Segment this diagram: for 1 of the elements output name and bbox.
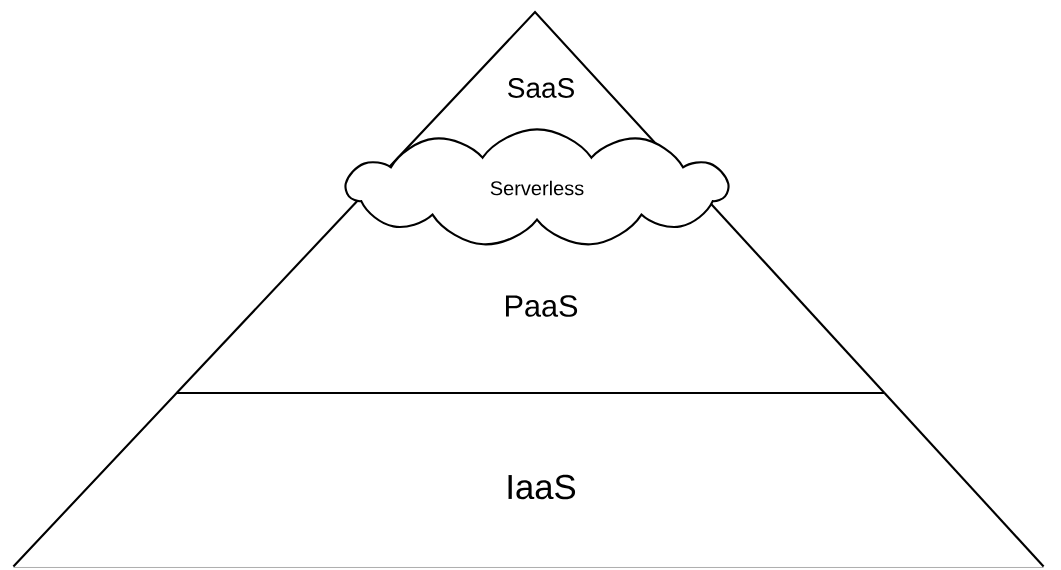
pyramid-tier: IaaS	[12, 391, 1045, 568]
